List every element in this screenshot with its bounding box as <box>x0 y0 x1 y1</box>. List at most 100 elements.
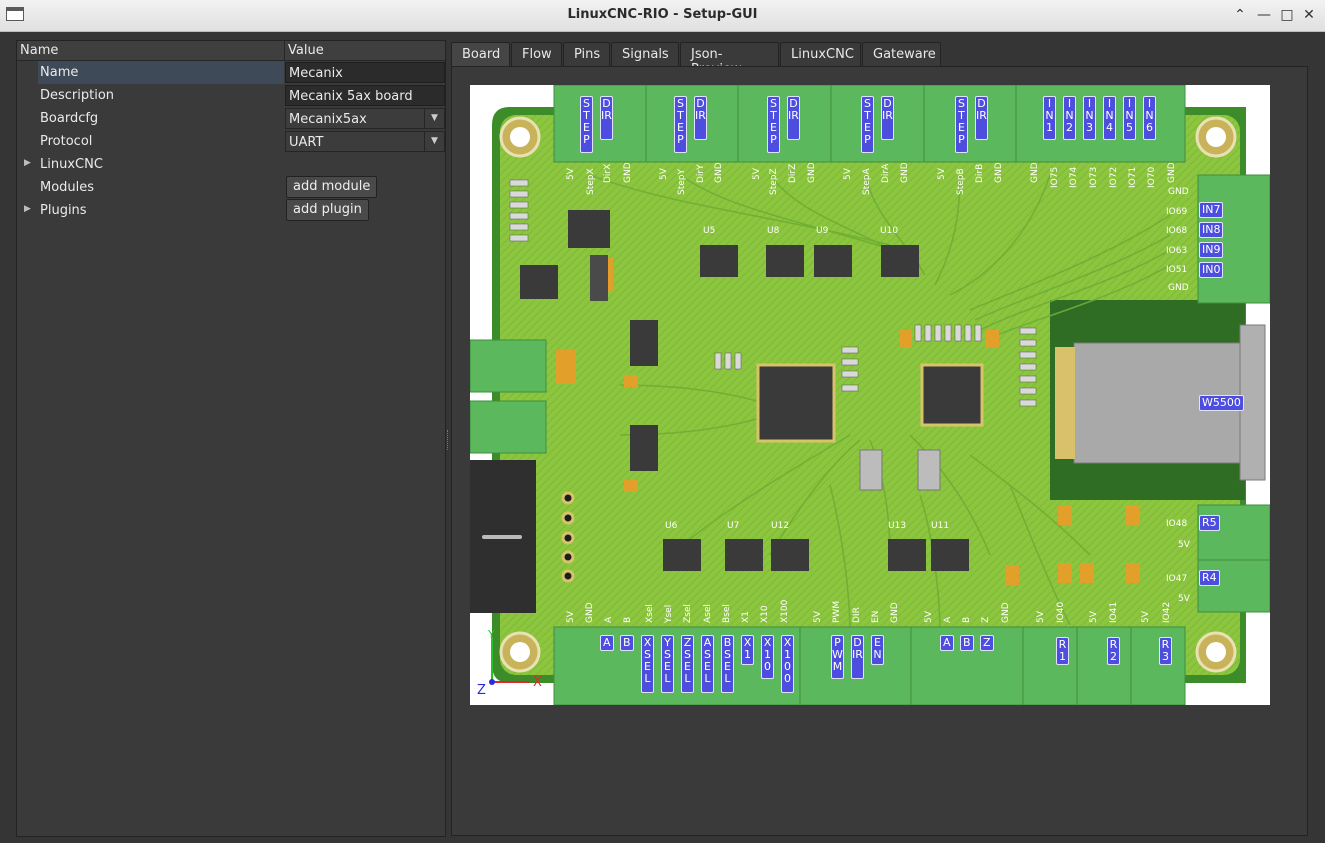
tab-json-preview[interactable]: Json-Preview <box>680 42 779 77</box>
pin-label-in9[interactable]: IN9 <box>1199 242 1224 258</box>
tab-board[interactable]: Board <box>451 42 510 67</box>
pin-label-asel[interactable]: ASEL <box>701 635 714 693</box>
silk-label: StepZ <box>769 168 779 195</box>
protocol-select[interactable]: UART ▼ <box>285 131 445 152</box>
pin-label-step-x[interactable]: STEP <box>580 96 593 153</box>
axis-gizmo: Y Z X <box>477 628 542 698</box>
silk-label: 5V <box>1036 610 1046 623</box>
pin-label-zsel[interactable]: ZSEL <box>681 635 694 693</box>
pin-label-w5500[interactable]: W5500 <box>1199 395 1244 411</box>
tree-row-boardcfg[interactable]: Boardcfg Mecanix5ax ▼ <box>17 107 445 130</box>
pcb-image: 5V StepX DirX GND 5V StepY DirY GND 5V S… <box>470 85 1270 705</box>
pin-label-r4[interactable]: R4 <box>1199 570 1220 586</box>
boardcfg-value: Mecanix5ax <box>289 112 367 127</box>
silk-label: U8 <box>767 226 780 236</box>
pin-label-in8[interactable]: IN8 <box>1199 222 1224 238</box>
tree-row-label: Plugins <box>40 203 87 218</box>
pin-label-r3[interactable]: R3 <box>1159 637 1172 665</box>
description-input[interactable]: Mecanix 5ax board <box>285 85 445 106</box>
boardcfg-select[interactable]: Mecanix5ax ▼ <box>285 108 445 129</box>
pin-label-step-b[interactable]: STEP <box>955 96 968 153</box>
board-view: 5V StepX DirX GND 5V StepY DirY GND 5V S… <box>470 85 1270 705</box>
silk-label: 5V <box>924 610 934 623</box>
tree-row-modules[interactable]: Modules add module <box>17 176 445 199</box>
pin-label-step-a[interactable]: STEP <box>861 96 874 153</box>
pin-label-step-y[interactable]: STEP <box>674 96 687 153</box>
pin-label-ysel[interactable]: YSEL <box>661 635 674 693</box>
pin-label-in2[interactable]: IN2 <box>1063 96 1076 140</box>
pin-label-dir-y[interactable]: DIR <box>694 96 707 140</box>
title-bar: LinuxCNC-RIO - Setup-GUI ⌃ — □ ✕ <box>0 0 1325 32</box>
silk-label: GND <box>623 162 633 183</box>
pin-label-dir-z[interactable]: DIR <box>787 96 800 140</box>
pin-label-x10[interactable]: X10 <box>761 635 774 679</box>
silk-label: StepX <box>586 168 596 195</box>
config-tree[interactable]: Name Value Name Mecanix Description Meca… <box>16 40 446 837</box>
pin-label-spindle-dir[interactable]: DIR <box>851 635 864 679</box>
pin-label-r2[interactable]: R2 <box>1107 637 1120 665</box>
pin-label-enc2-a[interactable]: A <box>940 635 954 651</box>
tree-row-label: Modules <box>40 180 95 195</box>
pin-label-x1[interactable]: X1 <box>741 635 754 665</box>
expand-arrow-icon[interactable]: ▶ <box>24 158 31 168</box>
chevron-down-icon[interactable]: ▼ <box>424 132 444 151</box>
tree-row-linuxcnc[interactable]: ▶ LinuxCNC <box>17 153 445 176</box>
tree-row-protocol[interactable]: Protocol UART ▼ <box>17 130 445 153</box>
pin-label-r1[interactable]: R1 <box>1056 637 1069 665</box>
name-input[interactable]: Mecanix <box>285 62 445 83</box>
pin-label-step-z[interactable]: STEP <box>767 96 780 153</box>
pin-label-dir-a[interactable]: DIR <box>881 96 894 140</box>
silk-label: IO73 <box>1089 167 1099 188</box>
pin-label-in6[interactable]: IN6 <box>1143 96 1156 140</box>
pin-label-en[interactable]: EN <box>871 635 884 665</box>
pin-label-in3[interactable]: IN3 <box>1083 96 1096 140</box>
minimize-button[interactable]: — <box>1257 7 1271 23</box>
pin-label-in5[interactable]: IN5 <box>1123 96 1136 140</box>
silk-label: IO63 <box>1166 246 1187 256</box>
silk-label: Z <box>981 617 991 623</box>
pin-label-in1[interactable]: IN1 <box>1043 96 1056 140</box>
pin-label-bsel[interactable]: BSEL <box>721 635 734 693</box>
pin-label-pwm[interactable]: PWM <box>831 635 844 679</box>
axis-x-label: X <box>533 675 542 690</box>
tree-row-name[interactable]: Name Mecanix <box>17 61 445 84</box>
add-plugin-button[interactable]: add plugin <box>286 199 369 221</box>
axis-z-label: Z <box>477 683 486 698</box>
pin-label-dir-b[interactable]: DIR <box>975 96 988 140</box>
pin-label-enc1-a[interactable]: A <box>600 635 614 651</box>
silk-label: GND <box>900 162 910 183</box>
tree-row-plugins[interactable]: ▶ Plugins add plugin <box>17 199 445 222</box>
pin-label-in0[interactable]: IN0 <box>1199 262 1224 278</box>
silk-label: DirA <box>881 163 891 183</box>
pin-label-x100[interactable]: X100 <box>781 635 794 693</box>
column-header-value[interactable]: Value <box>288 43 324 58</box>
pin-label-enc1-b[interactable]: B <box>620 635 634 651</box>
silk-label: GND <box>585 602 595 623</box>
expand-arrow-icon[interactable]: ▶ <box>24 204 31 214</box>
column-header-name[interactable]: Name <box>20 43 59 58</box>
close-button[interactable]: ✕ <box>1303 7 1315 23</box>
tab-linuxcnc[interactable]: LinuxCNC <box>780 42 861 67</box>
silk-label: GND <box>1168 283 1189 293</box>
splitter-handle[interactable] <box>447 430 451 450</box>
pin-label-dir-x[interactable]: DIR <box>600 96 613 140</box>
tab-pins[interactable]: Pins <box>563 42 610 67</box>
silk-label: IO68 <box>1166 226 1187 236</box>
pin-label-in7[interactable]: IN7 <box>1199 202 1224 218</box>
silk-label: GND <box>807 162 817 183</box>
tab-signals[interactable]: Signals <box>611 42 679 67</box>
pin-label-r5[interactable]: R5 <box>1199 515 1220 531</box>
tab-gateware[interactable]: Gateware <box>862 42 941 67</box>
silk-label: X10 <box>760 605 770 623</box>
pin-label-enc2-z[interactable]: Z <box>980 635 994 651</box>
pin-label-enc2-b[interactable]: B <box>960 635 974 651</box>
add-module-button[interactable]: add module <box>286 176 378 198</box>
maximize-chevron-icon[interactable]: ⌃ <box>1234 7 1246 23</box>
pin-label-in4[interactable]: IN4 <box>1103 96 1116 140</box>
silk-label: X100 <box>780 599 790 623</box>
chevron-down-icon[interactable]: ▼ <box>424 109 444 128</box>
pin-label-xsel[interactable]: XSEL <box>641 635 654 693</box>
tab-flow[interactable]: Flow <box>511 42 562 67</box>
tree-row-description[interactable]: Description Mecanix 5ax board <box>17 84 445 107</box>
restore-button[interactable]: □ <box>1280 7 1294 23</box>
